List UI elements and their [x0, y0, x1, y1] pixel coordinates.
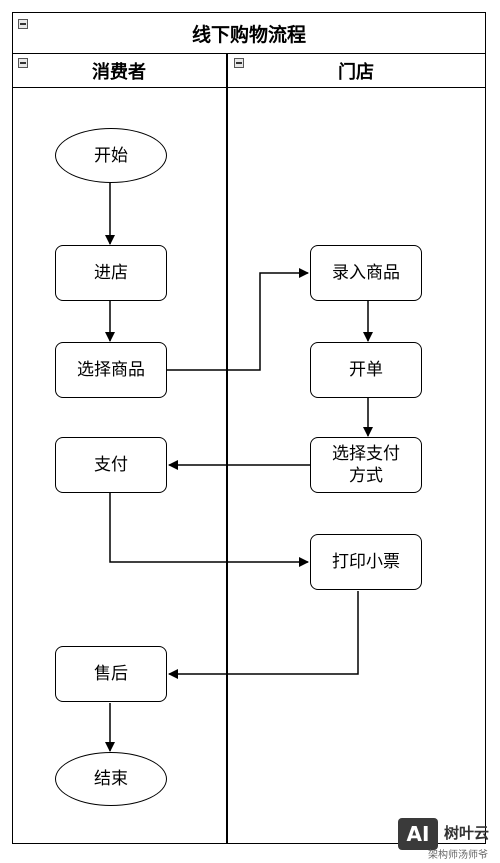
node-after-sales-label: 售后: [94, 664, 128, 684]
node-select-goods-label: 选择商品: [77, 360, 145, 380]
collapse-icon[interactable]: [234, 58, 244, 68]
node-open-order-label: 开单: [349, 360, 383, 380]
watermark-subtitle: 架构师汤师爷: [428, 850, 488, 861]
node-end-label: 结束: [94, 769, 128, 789]
node-select-payment[interactable]: 选择支付 方式: [310, 437, 422, 493]
collapse-icon[interactable]: [18, 19, 28, 29]
edge-select-to-record: [167, 268, 309, 371]
node-open-order[interactable]: 开单: [310, 342, 422, 398]
node-start-label: 开始: [94, 145, 128, 166]
lane-header-consumer: 消费者: [12, 54, 226, 88]
lane-header-store: 门店: [226, 54, 486, 88]
lane-title-consumer: 消费者: [92, 62, 146, 83]
node-pay-label: 支付: [94, 455, 128, 475]
node-start[interactable]: 开始: [55, 128, 167, 183]
node-select-payment-line1: 选择支付: [332, 444, 400, 464]
node-end[interactable]: 结束: [55, 752, 167, 806]
node-select-goods[interactable]: 选择商品: [55, 342, 167, 398]
diagram-title: 线下购物流程: [191, 24, 306, 46]
watermark: AI 树叶云 架构师汤师爷: [398, 816, 494, 861]
watermark-brand: 树叶云: [444, 824, 490, 842]
lane-divider: [226, 54, 228, 844]
swimlane-pool: [12, 12, 486, 844]
node-print-receipt[interactable]: 打印小票: [310, 534, 422, 590]
watermark-logo: AI: [398, 818, 438, 850]
node-enter-store[interactable]: 进店: [55, 245, 167, 301]
lane-title-store: 门店: [338, 62, 374, 83]
node-select-payment-line2: 方式: [349, 466, 383, 486]
pool-header: 线下购物流程: [12, 12, 486, 54]
collapse-icon[interactable]: [18, 58, 28, 68]
node-enter-goods-label: 录入商品: [332, 263, 400, 283]
node-pay[interactable]: 支付: [55, 437, 167, 493]
node-after-sales[interactable]: 售后: [55, 646, 167, 702]
node-enter-goods[interactable]: 录入商品: [310, 245, 422, 301]
edge-pay-to-print: [109, 493, 309, 567]
node-enter-store-label: 进店: [94, 263, 128, 283]
edge-print-to-aftersales: [168, 591, 359, 679]
node-print-receipt-label: 打印小票: [332, 552, 400, 572]
